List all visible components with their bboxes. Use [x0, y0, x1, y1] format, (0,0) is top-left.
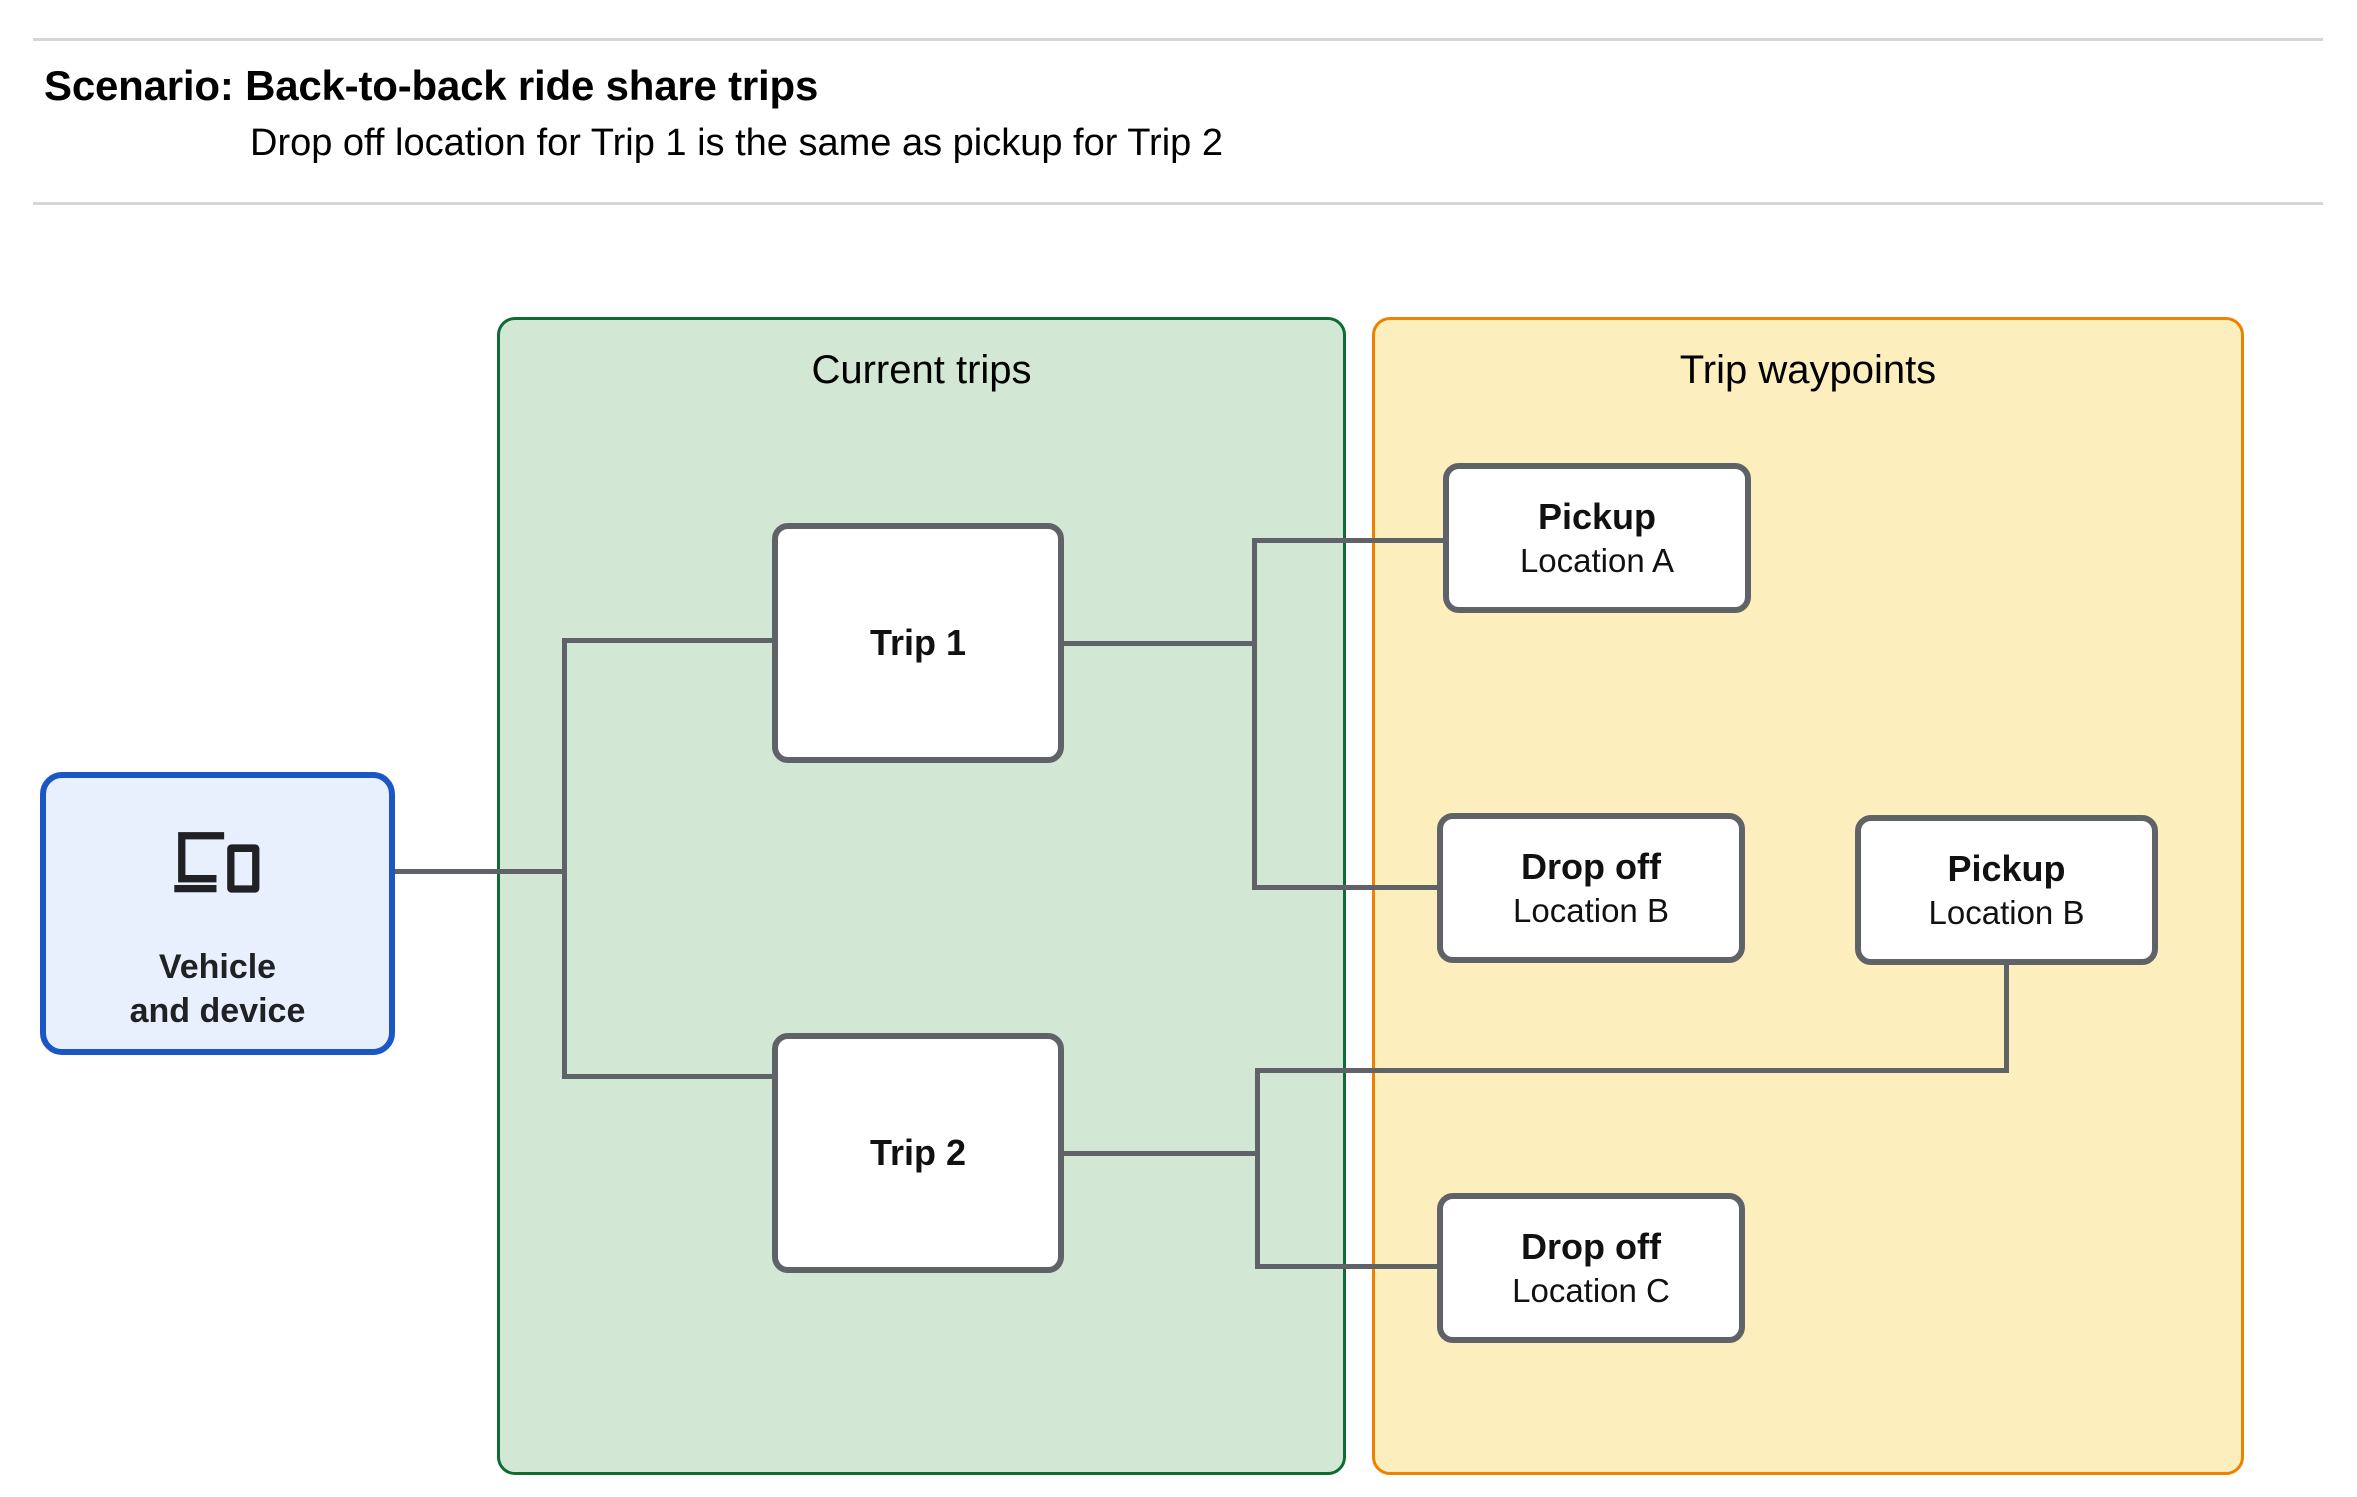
node-vehicle-label-line-2: and device: [129, 991, 306, 1030]
connector-trip-2-to-junction: [1060, 1151, 1260, 1156]
connector-trunk-vertical: [562, 638, 567, 1079]
connector-trip-1-to-junction: [1060, 641, 1255, 646]
connector-junction-2-vertical: [1255, 1068, 1260, 1268]
page-title: Scenario: Back-to-back ride share trips: [44, 62, 819, 109]
node-dropoff-location-c[interactable]: Drop off Location C: [1437, 1193, 1745, 1343]
node-trip-1[interactable]: Trip 1: [772, 523, 1064, 763]
node-pickup-location-b[interactable]: Pickup Location B: [1855, 815, 2158, 965]
node-pickup-b-subtitle: Location B: [1928, 893, 2085, 931]
node-trip-2-title: Trip 2: [869, 1132, 967, 1174]
node-pickup-a-title: Pickup: [1537, 495, 1657, 537]
group-trip-waypoints-label: Trip waypoints: [1679, 348, 1937, 392]
devices-icon: [173, 832, 259, 893]
node-dropoff-location-b[interactable]: Drop off Location B: [1437, 813, 1745, 963]
header-bottom-divider: [33, 202, 2323, 205]
node-dropoff-c-title: Drop off: [1521, 1225, 1661, 1267]
connector-trunk-to-trip-2: [562, 1074, 776, 1079]
connector-junction-1-to-pickup-a: [1252, 538, 1447, 543]
node-pickup-b-title: Pickup: [1947, 847, 2066, 889]
group-current-trips-label: Current trips: [811, 348, 1032, 392]
connector-junction-2-to-pickup-b: [1255, 1068, 2009, 1073]
header-top-divider: [33, 38, 2323, 41]
node-vehicle-label-line-1: Vehicle: [158, 948, 277, 986]
connector-junction-1-to-dropoff-b: [1252, 885, 1441, 890]
connector-vehicle-to-trunk: [395, 869, 567, 874]
node-dropoff-b-subtitle: Location B: [1513, 891, 1669, 929]
page-subtitle: Drop off location for Trip 1 is the same…: [250, 122, 1223, 164]
connector-junction-1-vertical: [1252, 538, 1257, 890]
node-trip-1-title: Trip 1: [869, 622, 967, 664]
connector-junction-2-to-dropoff-c: [1255, 1264, 1441, 1269]
node-trip-2[interactable]: Trip 2: [772, 1033, 1064, 1273]
connector-pickup-b-vertical: [2004, 963, 2009, 1073]
connector-trunk-to-trip-1: [562, 638, 776, 643]
node-vehicle-label: Vehicle and device: [130, 946, 306, 1033]
node-dropoff-c-subtitle: Location C: [1512, 1271, 1670, 1309]
node-vehicle-and-device[interactable]: Vehicle and device: [40, 772, 395, 1055]
group-current-trips: Current trips: [497, 317, 1346, 1475]
node-pickup-a-subtitle: Location A: [1519, 541, 1675, 579]
node-pickup-location-a[interactable]: Pickup Location A: [1443, 463, 1751, 613]
node-dropoff-b-title: Drop off: [1521, 845, 1661, 887]
